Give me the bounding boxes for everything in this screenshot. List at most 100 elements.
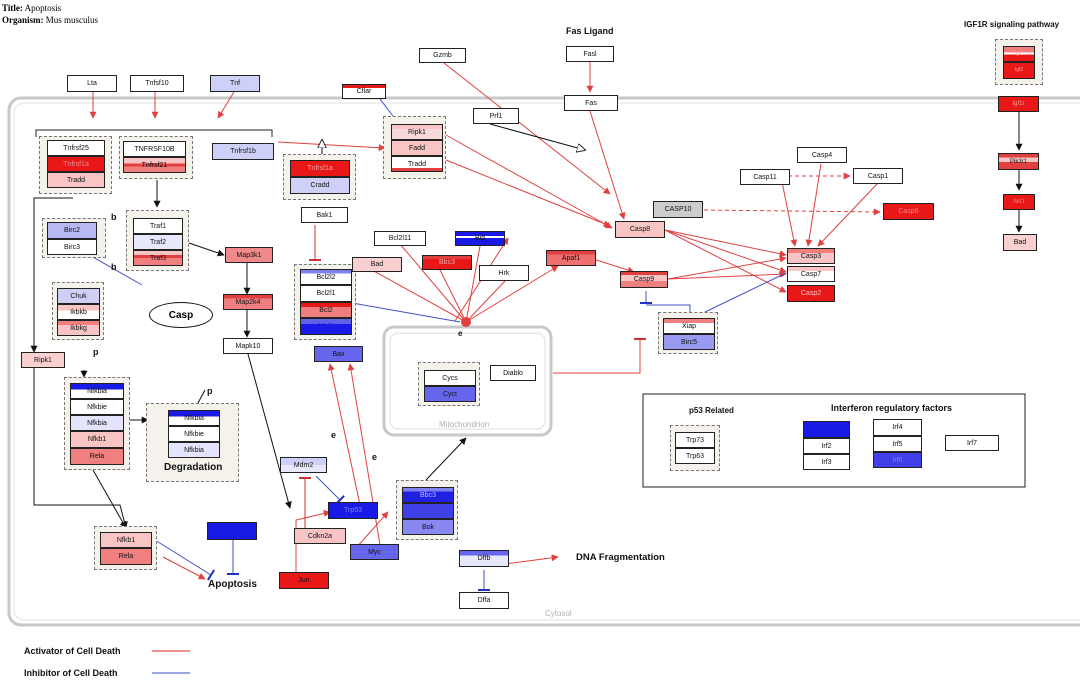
gene-tnfsf10[interactable]: Tnfsf10 [130, 75, 184, 92]
gene-apaf1[interactable]: Apaf1 [546, 250, 596, 266]
gene-cyct[interactable]: Cyct [424, 386, 476, 402]
mitochondrion-compartment-inner [389, 332, 546, 430]
gene-ripk1-left[interactable]: Ripk1 [21, 352, 65, 368]
gene-irf3[interactable]: Irf3 [803, 454, 850, 470]
gene-hrk[interactable]: Hrk [479, 265, 529, 281]
gene-bok[interactable]: Bok [402, 519, 454, 535]
gene-irf5[interactable]: Irf5 [873, 436, 922, 452]
igf1r-pathway-label: IGF1R signaling pathway [964, 20, 1060, 29]
gene-gzmb[interactable]: Gzmb [419, 48, 466, 63]
gene-irf4[interactable]: Irf4 [873, 419, 922, 436]
gene-bcl2l11[interactable]: Bcl2l11 [374, 231, 426, 246]
gene-diablo[interactable]: Diablo [490, 365, 536, 381]
gene-casp8[interactable]: Casp8 [615, 221, 665, 238]
gene-ikbkg[interactable]: Ikbkg [57, 320, 100, 336]
gene-nfkb1[interactable]: Nfkb1 [70, 431, 124, 448]
gene-mapk10[interactable]: Mapk10 [223, 338, 273, 354]
gene-tnfrsf1a[interactable]: Tnfrsf1a [47, 156, 105, 172]
casp-ellipse[interactable]: Casp [149, 302, 213, 328]
gene-casp4[interactable]: Casp4 [797, 147, 847, 163]
gene-casp7[interactable]: Casp7 [787, 266, 835, 282]
gene-map3k1[interactable]: Map3k1 [225, 247, 273, 263]
gene-pmaip1[interactable]: Pmaip1 [402, 503, 454, 519]
gene-bax[interactable]: Bax [314, 346, 363, 362]
gene-birc5[interactable]: Birc5 [663, 334, 715, 350]
gene-traf1[interactable]: Traf1 [133, 218, 183, 234]
gene-igf1r[interactable]: Igf1r [998, 96, 1039, 112]
gene-casp2[interactable]: Casp2 [787, 285, 835, 302]
degradation-gene-2[interactable]: Nfkbie [168, 426, 220, 442]
gene-nfkb1-b[interactable]: Nfkb1 [100, 532, 152, 548]
gene-tnfrsf10b[interactable]: TNFRSF10B [123, 141, 186, 157]
gene-bcl2[interactable]: Bcl2 [300, 302, 352, 318]
gene-fas[interactable]: Fas [564, 95, 618, 111]
gene-trp53[interactable]: Trp53 [328, 502, 378, 519]
gene-ikbkb[interactable]: Ikbkb [57, 304, 100, 320]
gene-casp9[interactable]: Casp9 [620, 271, 668, 288]
gene-akt1[interactable]: Akt1 [1003, 194, 1035, 210]
gene-nfkbia-top[interactable]: Nfkbia [70, 383, 124, 399]
gene-dffb[interactable]: Dffb [459, 550, 509, 567]
gene-pik3r1[interactable]: Pik3r1 [998, 153, 1039, 170]
gene-nfkbia[interactable]: Nfkbia [70, 415, 124, 431]
gene-casp1[interactable]: Casp1 [853, 168, 903, 184]
gene-bcl2l1[interactable]: Bcl2l1 [300, 285, 352, 302]
gene-tnfrsf25[interactable]: Tnfrsf25 [47, 140, 105, 156]
gene-igf2[interactable]: Igf2 [1003, 62, 1035, 79]
gene-nfkbie[interactable]: Nfkbie [70, 399, 124, 415]
gene-chuk[interactable]: Chuk [57, 288, 100, 304]
gene-casp6[interactable]: Casp6 [883, 203, 934, 220]
gene-rela[interactable]: Rela [70, 448, 124, 465]
gene-tnfrsf21[interactable]: Tnfrsf21 [123, 157, 186, 173]
gene-bid[interactable]: Bid [455, 231, 505, 246]
gene-cflar[interactable]: Cflar [342, 84, 386, 99]
gene-tnfrsf1a-b[interactable]: Tnfrsf1a [290, 160, 350, 177]
gene-birc2[interactable]: Birc2 [47, 222, 97, 239]
gene-prf1[interactable]: Prf1 [473, 108, 519, 124]
annotation-p-1: p [93, 347, 99, 357]
gene-irf1[interactable]: Irf1 [803, 421, 850, 438]
gene-casp3[interactable]: Casp3 [787, 248, 835, 264]
gene-map2k4[interactable]: Map2k4 [223, 294, 273, 310]
gene-xiap[interactable]: Xiap [663, 318, 715, 334]
gene-bad[interactable]: Bad [352, 257, 402, 272]
gene-traf3[interactable]: Traf3 [133, 250, 183, 266]
gene-trp73[interactable]: Trp73 [675, 432, 715, 448]
gene-irf6[interactable]: Irf6 [873, 452, 922, 468]
black-edges [30, 112, 1023, 529]
gene-cradd[interactable]: Cradd [290, 177, 350, 194]
gene-ripk1-complex[interactable]: Ripk1 [391, 124, 443, 140]
gene-bak1[interactable]: Bak1 [301, 207, 348, 223]
gene-bcl2l2[interactable]: Bcl2l2 [300, 269, 352, 285]
degradation-gene-1[interactable]: Nfkbia [168, 410, 220, 426]
gene-lta[interactable]: Lta [67, 75, 117, 92]
gene-cdkn2a[interactable]: Cdkn2a [294, 528, 346, 544]
gene-bbc3[interactable]: Bbc3 [402, 487, 454, 503]
gene-tradd-complex[interactable]: Tradd [391, 156, 443, 172]
gene-bad-igf[interactable]: Bad [1003, 234, 1037, 251]
gene-tnfrsf1b[interactable]: Tnfrsf1b [212, 143, 274, 160]
gene-fadd[interactable]: Fadd [391, 140, 443, 156]
gene-rela-b[interactable]: Rela [100, 548, 152, 565]
degradation-label: Degradation [164, 462, 223, 473]
gene-cycs[interactable]: Cycs [424, 370, 476, 386]
degradation-gene-3[interactable]: Nfkbia [168, 442, 220, 458]
gene-fasl[interactable]: Fasl [566, 46, 614, 62]
gene-mdm2[interactable]: Mdm2 [280, 457, 327, 473]
gene-apoptosis-regulator[interactable]: Tp53 [207, 522, 257, 540]
gene-bbc3-top[interactable]: Bbc3 [422, 255, 472, 270]
gene-myc[interactable]: Myc [350, 544, 399, 560]
gene-traf2[interactable]: Traf2 [133, 234, 183, 250]
gene-dffa[interactable]: Dffa [459, 592, 509, 609]
gene-mcl1[interactable]: Mcl1 [300, 318, 352, 335]
gene-jun[interactable]: Jun [279, 572, 329, 589]
gene-trp63[interactable]: Trp63 [675, 448, 715, 464]
gene-casp10[interactable]: CASP10 [653, 201, 703, 218]
gene-igf1[interactable]: Igf1 [1003, 46, 1035, 62]
gene-casp11[interactable]: Casp11 [740, 169, 790, 185]
gene-tradd-left[interactable]: Tradd [47, 172, 105, 188]
gene-irf2[interactable]: Irf2 [803, 438, 850, 454]
gene-tnf[interactable]: Tnf [210, 75, 260, 92]
gene-birc3[interactable]: Birc3 [47, 239, 97, 255]
gene-irf7[interactable]: Irf7 [945, 435, 999, 451]
